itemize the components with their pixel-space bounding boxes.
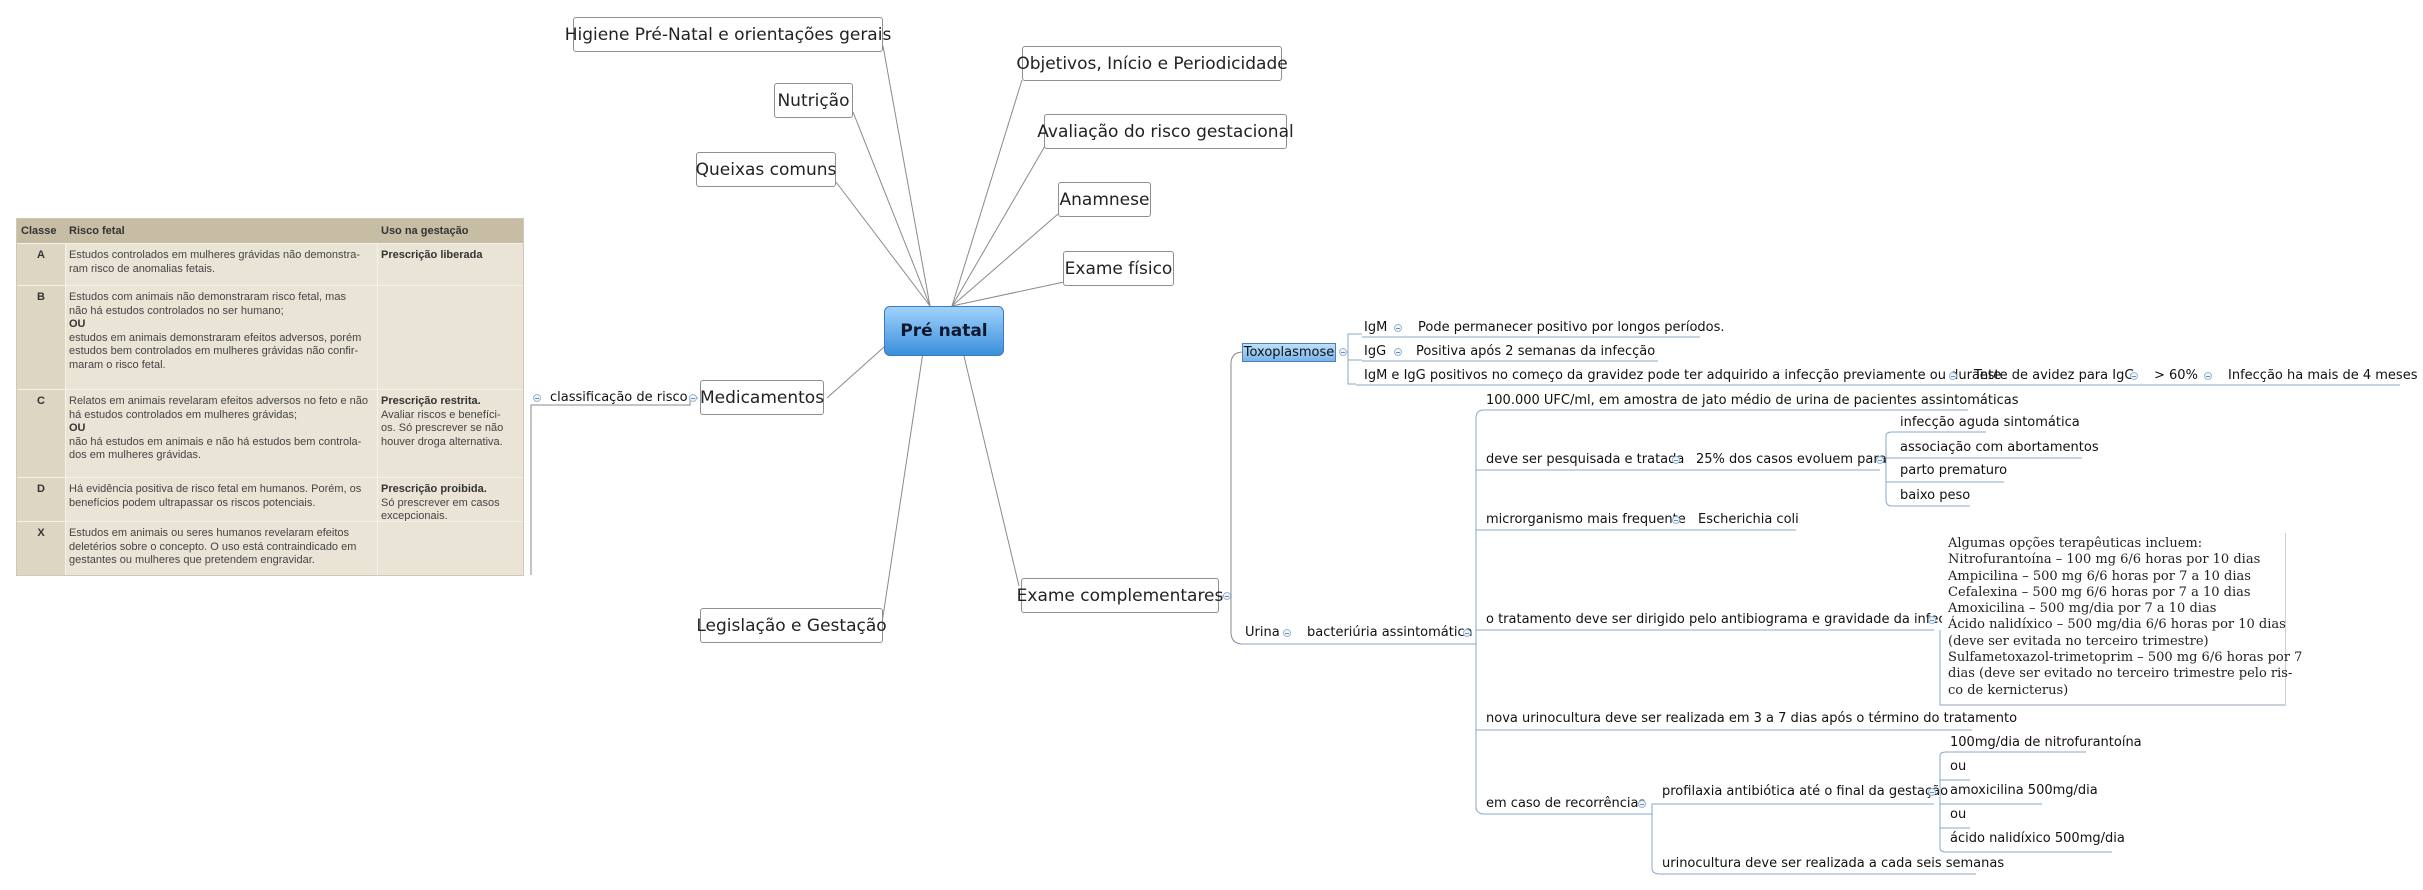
class-letter: C	[37, 395, 45, 407]
class-column-bg	[17, 243, 65, 575]
table-row	[17, 389, 523, 474]
topic-exame-fisico[interactable]: Exame físico	[1063, 251, 1174, 286]
microrganismo-frequente[interactable]: microrganismo mais frequente	[1486, 512, 1686, 527]
topic-exame-complementares-label: Exame complementares	[1016, 585, 1224, 606]
class-letter: X	[37, 527, 45, 539]
table-header-classe: Classe	[17, 219, 65, 243]
recorrencias[interactable]: em caso de recorrências	[1486, 796, 1646, 811]
topic-higiene-label: Higiene Pré-Natal e orientações gerais	[564, 24, 892, 45]
collapse-toggle-icon[interactable]	[689, 394, 697, 402]
pesquisada-tratada[interactable]: deve ser pesquisada e tratada	[1486, 452, 1685, 467]
topic-medicamentos-label: Medicamentos	[699, 387, 825, 408]
risk-text: Estudos controlados em mulheres grávidas…	[69, 249, 361, 275]
profilaxia-opcao[interactable]: 100mg/dia de nitrofurantoína	[1950, 735, 2142, 750]
topic-higiene[interactable]: Higiene Pré-Natal e orientações gerais	[565, 17, 891, 52]
topic-avaliacao-label: Avaliação do risco gestacional	[1037, 121, 1294, 142]
use-text: Prescrição restrita. Avaliar riscos e be…	[381, 395, 504, 448]
collapse-toggle-icon[interactable]	[1638, 800, 1646, 808]
topic-anamnese-label: Anamnese	[1059, 189, 1150, 210]
use-text: Prescrição proibida. Só prescrever em ca…	[381, 483, 500, 522]
topic-legislacao-label: Legislação e Gestação	[696, 615, 887, 636]
table-header-uso: Uso na gestação	[377, 219, 523, 243]
bacteriuria-label[interactable]: bacteriúria assintomática	[1307, 625, 1473, 640]
topic-objetivos[interactable]: Objetivos, Início e Periodicidade	[1016, 46, 1288, 81]
collapse-toggle-icon[interactable]	[1928, 788, 1936, 796]
topic-exame-complementares[interactable]: Exame complementares	[1017, 578, 1223, 613]
collapse-toggle-icon[interactable]	[1223, 592, 1231, 600]
root-topic[interactable]: Pré natal	[884, 306, 1004, 356]
table-header-risco: Risco fetal	[65, 219, 377, 243]
topic-nutricao[interactable]: Nutrição	[774, 83, 853, 118]
avidez-test[interactable]: Teste de avidez para IgG	[1974, 368, 2135, 383]
topic-toxoplasmose[interactable]: Toxoplasmose	[1242, 343, 1336, 362]
profilaxia-opcao[interactable]: amoxicilina 500mg/dia	[1950, 783, 2098, 798]
nova-urinocultura[interactable]: nova urinocultura deve ser realizada em …	[1486, 711, 2018, 726]
therapy-options-note: Algumas opções terapêuticas incluem: Nit…	[1942, 533, 2302, 705]
collapse-toggle-icon[interactable]	[1394, 324, 1402, 332]
evolucao-item[interactable]: baixo peso	[1900, 488, 1971, 503]
evolucao-item[interactable]: infecção aguda sintomática	[1900, 415, 2080, 430]
root-label: Pré natal	[900, 321, 988, 341]
class-letter: B	[37, 291, 45, 303]
collapse-toggle-icon[interactable]	[533, 394, 541, 402]
igg-label[interactable]: IgG	[1364, 344, 1387, 359]
use-text: Prescrição liberada	[381, 249, 483, 261]
evolucao-item[interactable]: associação com abortamentos	[1900, 440, 2099, 455]
topic-objetivos-label: Objetivos, Início e Periodicidade	[1016, 53, 1288, 74]
risk-text: Estudos em animais ou seres humanos reve…	[69, 527, 357, 566]
profilaxia-opcao[interactable]: ou	[1950, 759, 1967, 774]
class-letter: A	[37, 249, 45, 261]
table-row	[17, 243, 523, 284]
table-row	[17, 477, 523, 518]
collapse-toggle-icon[interactable]	[1339, 348, 1347, 356]
igm-note[interactable]: Pode permanecer positivo por longos perí…	[1418, 320, 1725, 335]
table-row	[17, 285, 523, 386]
classificacao-risco[interactable]: classificação de risco	[550, 390, 688, 405]
risk-text: Relatos em animais revelaram efeitos adv…	[69, 395, 368, 461]
evolucao-item[interactable]: parto prematuro	[1900, 463, 2008, 478]
collapse-toggle-icon[interactable]	[2130, 372, 2138, 380]
topic-queixas-label: Queixas comuns	[695, 159, 837, 180]
collapse-toggle-icon[interactable]	[1672, 516, 1680, 524]
collapse-toggle-icon[interactable]	[1949, 372, 1957, 380]
collapse-toggle-icon[interactable]	[1394, 348, 1402, 356]
igm-label[interactable]: IgM	[1364, 320, 1388, 335]
risk-text: Há evidência positiva de risco fetal em …	[69, 483, 362, 509]
profilaxia-opcao[interactable]: ou	[1950, 807, 1967, 822]
collapse-toggle-icon[interactable]	[1283, 629, 1291, 637]
topic-queixas[interactable]: Queixas comuns	[696, 152, 836, 187]
urinocultura-seis-semanas[interactable]: urinocultura deve ser realizada a cada s…	[1662, 856, 2005, 871]
topic-avaliacao[interactable]: Avaliação do risco gestacional	[1037, 114, 1294, 149]
igg-note[interactable]: Positiva após 2 semanas da infecção	[1416, 344, 1656, 359]
profilaxia[interactable]: profilaxia antibiótica até o final da ge…	[1662, 784, 1949, 799]
class-letter: D	[37, 483, 45, 495]
topic-anamnese[interactable]: Anamnese	[1058, 182, 1151, 217]
topic-legislacao[interactable]: Legislação e Gestação	[696, 608, 887, 643]
collapse-toggle-icon[interactable]	[1928, 616, 1936, 624]
collapse-toggle-icon[interactable]	[1463, 629, 1471, 637]
table-row	[17, 521, 523, 576]
risk-text: Estudos com animais não demonstraram ris…	[69, 291, 362, 371]
igm-igg-note[interactable]: IgM e IgG positivos no começo da gravide…	[1364, 368, 2002, 383]
infeccao-antiga[interactable]: Infecção ha mais de 4 meses	[2228, 368, 2418, 383]
toxoplasmose-label: Toxoplasmose	[1243, 345, 1335, 360]
evoluem-para[interactable]: 25% dos casos evoluem para	[1696, 452, 1887, 467]
topic-nutricao-label: Nutrição	[777, 90, 850, 111]
ufc-definition[interactable]: 100.000 UFC/ml, em amostra de jato médio…	[1486, 393, 2019, 408]
urina-label[interactable]: Urina	[1245, 625, 1280, 640]
drug-risk-table: Classe Risco fetal Uso na gestação A Est…	[16, 218, 524, 576]
profilaxia-opcao[interactable]: ácido nalidíxico 500mg/dia	[1950, 831, 2125, 846]
avidez-threshold[interactable]: > 60%	[2154, 368, 2198, 383]
collapse-toggle-icon[interactable]	[2204, 372, 2212, 380]
collapse-toggle-icon[interactable]	[1672, 456, 1680, 464]
escherichia-coli[interactable]: Escherichia coli	[1698, 512, 1799, 527]
topic-exame-fisico-label: Exame físico	[1064, 258, 1173, 279]
topic-medicamentos[interactable]: Medicamentos	[700, 380, 824, 415]
collapse-toggle-icon[interactable]	[1876, 456, 1884, 464]
tratamento-antibiograma[interactable]: o tratamento deve ser dirigido pelo anti…	[1486, 612, 1969, 627]
